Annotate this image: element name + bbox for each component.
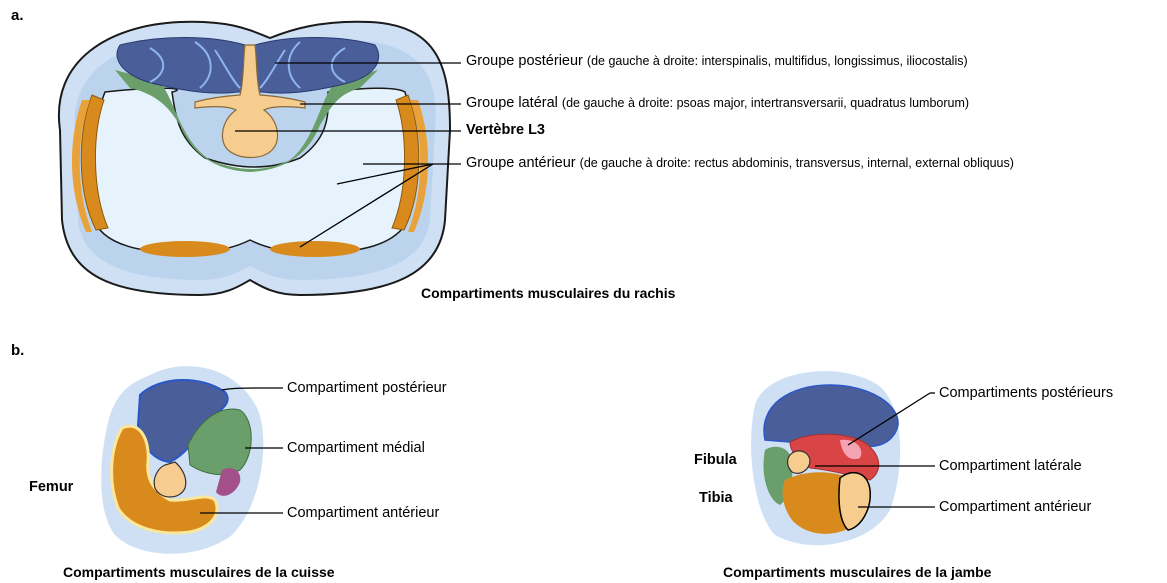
thigh-extra-muscle xyxy=(216,468,241,496)
leg-caption: Compartiments musculaires de la jambe xyxy=(723,564,992,580)
tibia-label: Tibia xyxy=(699,490,733,506)
fibula-bone xyxy=(786,450,811,474)
panel-a-caption: Compartiments musculaires du rachis xyxy=(421,285,676,301)
rectus-right xyxy=(270,241,360,257)
trunk-cross-section xyxy=(57,20,452,297)
fibula-label: Fibula xyxy=(694,452,737,468)
callout-lateral-name: Groupe latéral xyxy=(466,95,558,111)
thigh-caption: Compartiments musculaires de la cuisse xyxy=(63,564,335,580)
leg-cross-section xyxy=(751,371,901,546)
femur-label: Femur xyxy=(29,479,74,495)
leg-callout-posterior: Compartiments postérieurs xyxy=(939,385,1114,401)
thigh-callout-medial: Compartiment médial xyxy=(287,440,425,456)
thigh-medial-compartment xyxy=(187,408,252,476)
callout-posterior-group: Groupe postérieur (de gauche à droite: i… xyxy=(466,53,968,69)
callout-lateral-group: Groupe latéral (de gauche à droite: psoa… xyxy=(466,95,969,111)
callout-anterior-detail: (de gauche à droite: rectus abdominis, t… xyxy=(579,156,1014,170)
anterior-muscle-left-2 xyxy=(71,100,92,232)
callout-anterior-group: Groupe antérieur (de gauche à droite: re… xyxy=(466,155,1014,171)
thigh-leader-lines xyxy=(200,387,283,514)
thigh-callout-posterior: Compartiment postérieur xyxy=(287,380,447,396)
callout-vertebra-L3: Vertèbre L3 xyxy=(466,122,545,138)
tibia-bone xyxy=(838,471,871,531)
vertebra-L3 xyxy=(194,44,306,159)
rectus-left xyxy=(140,241,230,257)
panel-b-label: b. xyxy=(11,342,25,359)
callout-posterior-name: Groupe postérieur xyxy=(466,53,583,69)
thigh-callout-anterior: Compartiment antérieur xyxy=(287,505,440,521)
thigh-cross-section xyxy=(101,366,264,554)
leg-leader-lines xyxy=(815,392,935,508)
panel-a-leader-lines xyxy=(235,62,461,248)
thigh-anterior-compartment xyxy=(110,424,219,535)
anterior-muscle-right xyxy=(391,94,420,231)
femur-bone xyxy=(153,461,187,498)
anterior-muscle-right-2 xyxy=(408,100,429,232)
leg-pink-muscle xyxy=(840,439,862,460)
leg-callout-anterior: Compartiment antérieur xyxy=(939,499,1092,515)
callout-lateral-detail: (de gauche à droite: psoas major, intert… xyxy=(561,96,970,110)
anterior-muscle-left xyxy=(80,94,109,231)
callout-posterior-detail: (de gauche à droite: interspinalis, mult… xyxy=(586,54,968,68)
leg-callout-lateral: Compartiment latérale xyxy=(939,458,1082,474)
panel-a-label: a. xyxy=(11,7,24,24)
posterior-muscle-fascia xyxy=(149,41,346,89)
callout-anterior-name: Groupe antérieur xyxy=(466,155,576,171)
